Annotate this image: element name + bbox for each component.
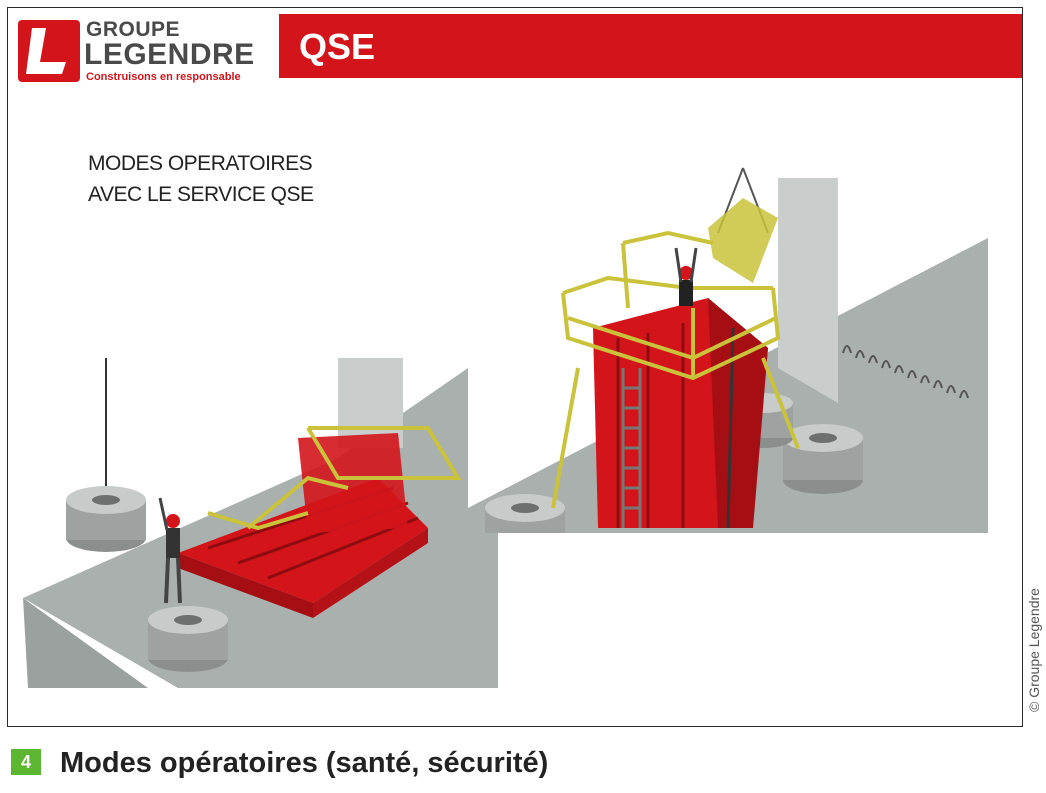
section-title: QSE: [299, 26, 376, 67]
slide-subtitle: MODES OPERATOIRES AVEC LE SERVICE QSE: [88, 148, 314, 210]
image-credit: © Groupe Legendre: [1026, 588, 1042, 712]
ladder: [621, 368, 642, 528]
subtitle-line1: MODES OPERATOIRES: [88, 152, 313, 175]
counterweight: [783, 424, 863, 494]
section-title-bar: QSE: [279, 14, 1022, 78]
worker: [674, 247, 698, 306]
rebar-fence: [842, 345, 969, 399]
brand-tagline: Construisons en responsable: [86, 71, 241, 83]
brand-line2: LEGENDRE: [84, 38, 255, 71]
work-platform: [551, 230, 800, 509]
figure-number-badge: 4: [11, 749, 41, 775]
groupe-legendre-logo: GROUPE LEGENDRE Construisons en responsa…: [18, 16, 270, 88]
worker: [158, 497, 182, 604]
brand-line1: GROUPE: [86, 18, 181, 41]
formwork-horizontal: [178, 426, 462, 618]
legendre-logo-icon: [18, 20, 80, 82]
left-scene: [23, 358, 498, 688]
crane-hook: [708, 167, 778, 283]
slide: GROUPE LEGENDRE Construisons en responsa…: [7, 7, 1023, 727]
right-scene: [468, 163, 988, 533]
illustration: [23, 163, 988, 688]
counterweight: [148, 606, 228, 672]
figure-caption: Modes opératoires (santé, sécurité): [60, 747, 549, 779]
formwork-vertical: [593, 298, 768, 529]
subtitle-line2: AVEC LE SERVICE QSE: [88, 183, 314, 206]
counterweight: [66, 486, 146, 552]
counterweight: [485, 494, 565, 533]
